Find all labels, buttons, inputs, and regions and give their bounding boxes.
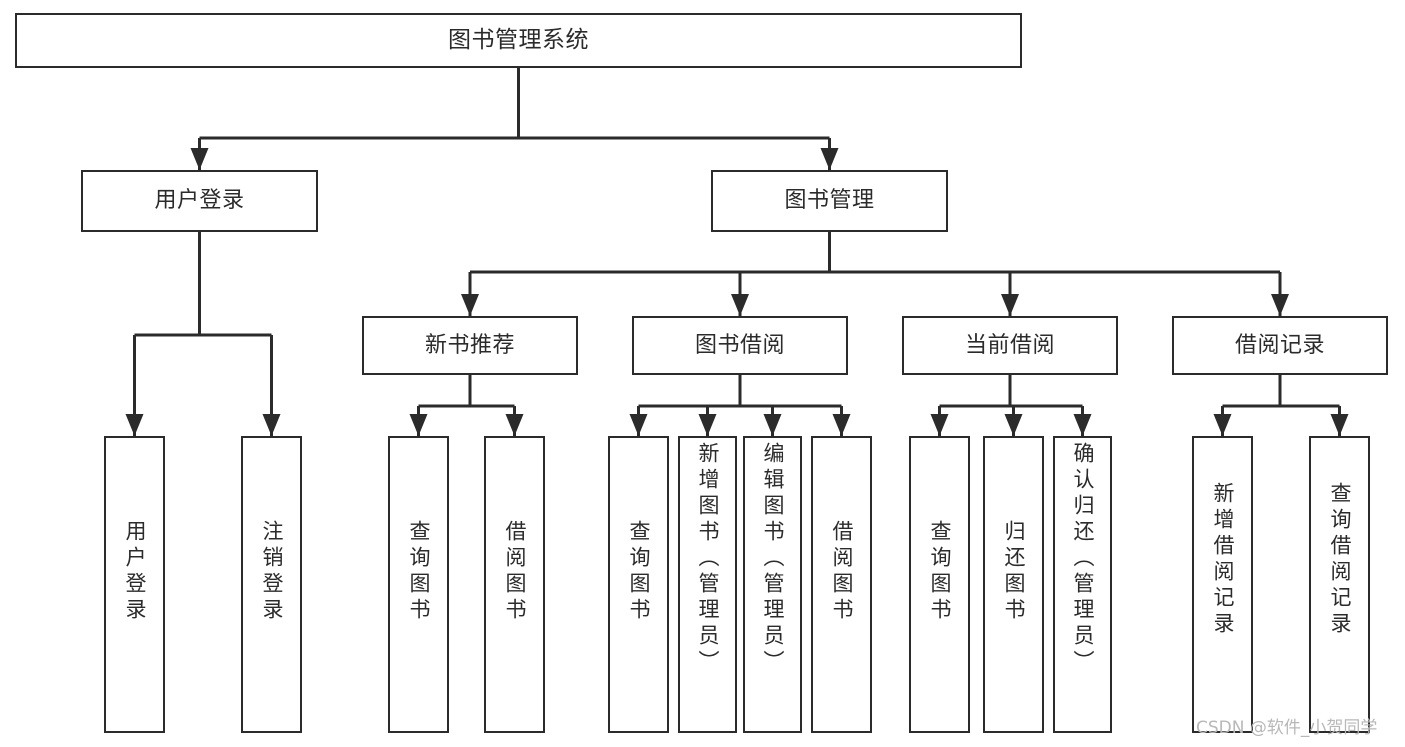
node-label: 图书管理系统: [448, 27, 589, 54]
node-label: 用户登录: [123, 520, 147, 624]
node-label: 编辑图书（管理员）: [761, 442, 785, 676]
node-label: 查询图书: [627, 520, 651, 624]
node-label: 确认归还（管理员）: [1071, 442, 1095, 676]
node-label: 注销登录: [260, 520, 284, 624]
node-user-login[interactable]: 用户登录: [81, 170, 318, 232]
leaf-return-book[interactable]: 归还图书: [983, 436, 1044, 733]
node-current-borrow[interactable]: 当前借阅: [902, 316, 1118, 375]
node-book-management[interactable]: 图书管理: [711, 170, 948, 232]
node-label: 借阅图书: [830, 520, 854, 624]
node-borrow-record[interactable]: 借阅记录: [1172, 316, 1388, 375]
node-label: 查询借阅记录: [1328, 482, 1352, 638]
node-root-system[interactable]: 图书管理系统: [15, 13, 1022, 68]
leaf-query-book-recommend[interactable]: 查询图书: [388, 436, 449, 733]
csdn-watermark: CSDN @软件_小贺同学: [1196, 718, 1378, 738]
leaf-user-login[interactable]: 用户登录: [104, 436, 165, 733]
leaf-edit-book-admin[interactable]: 编辑图书（管理员）: [743, 436, 802, 733]
node-label: 图书借阅: [694, 332, 785, 358]
node-label: 查询图书: [928, 520, 952, 624]
leaf-borrow-book[interactable]: 借阅图书: [811, 436, 872, 733]
leaf-confirm-return-admin[interactable]: 确认归还（管理员）: [1053, 436, 1112, 733]
node-label: 当前借阅: [964, 332, 1055, 358]
leaf-query-book-borrow[interactable]: 查询图书: [608, 436, 669, 733]
node-label: 新书推荐: [424, 332, 515, 358]
leaf-add-book-admin[interactable]: 新增图书（管理员）: [678, 436, 737, 733]
node-label: 新增图书（管理员）: [696, 442, 720, 676]
leaf-add-borrow-record[interactable]: 新增借阅记录: [1192, 436, 1253, 733]
node-label: 归还图书: [1002, 520, 1026, 624]
node-label: 查询图书: [407, 520, 431, 624]
leaf-borrow-book-recommend[interactable]: 借阅图书: [484, 436, 545, 733]
node-book-borrow[interactable]: 图书借阅: [632, 316, 848, 375]
node-new-book-recommend[interactable]: 新书推荐: [362, 316, 578, 375]
node-label: 借阅图书: [503, 520, 527, 624]
node-label: 用户登录: [154, 188, 245, 214]
node-label: 借阅记录: [1234, 332, 1325, 358]
leaf-query-borrow-record[interactable]: 查询借阅记录: [1309, 436, 1370, 733]
leaf-query-book-current[interactable]: 查询图书: [909, 436, 970, 733]
node-label: 新增借阅记录: [1211, 482, 1235, 638]
leaf-logout[interactable]: 注销登录: [241, 436, 302, 733]
node-label: 图书管理: [784, 188, 875, 214]
